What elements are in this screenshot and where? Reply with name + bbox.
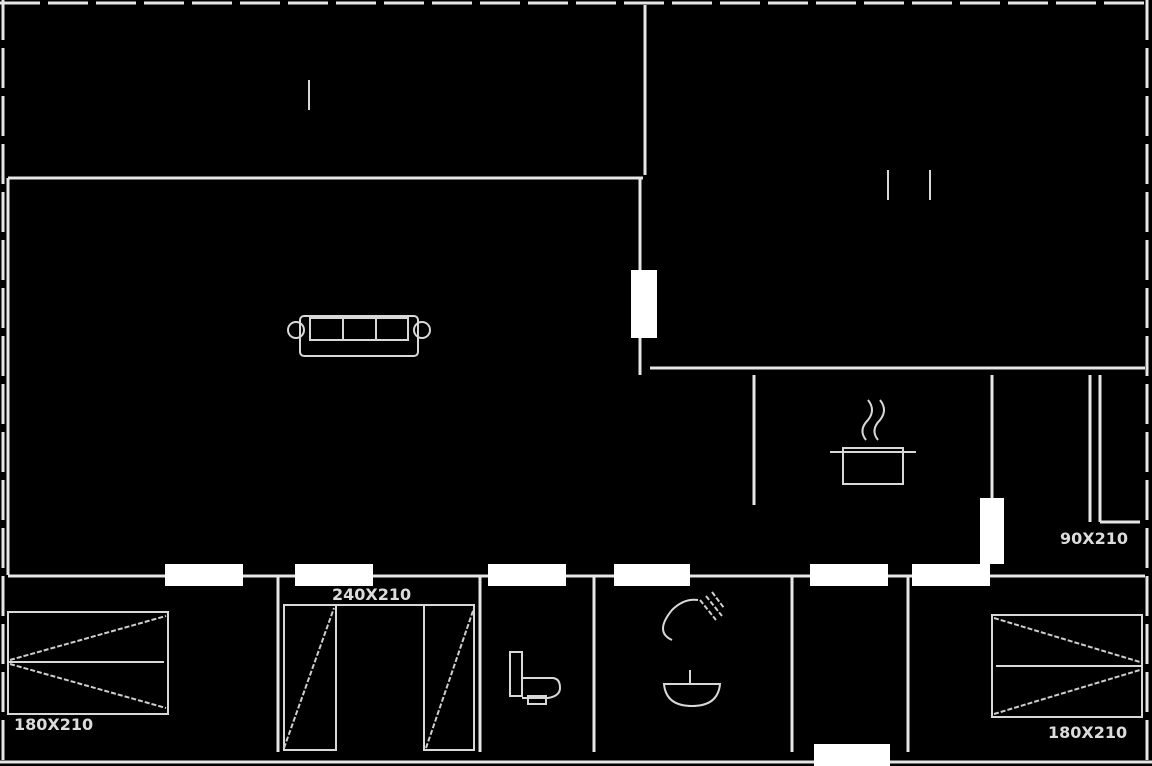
door-hall: [810, 564, 888, 586]
door-kitchen: [980, 498, 1004, 564]
wardrobe-double-label: 240X210: [332, 585, 411, 604]
cooking-pot-icon: [830, 399, 916, 485]
door-living-kitchen: [631, 270, 657, 338]
washbasin-icon: [662, 670, 722, 708]
door-bedroom-right: [912, 564, 990, 586]
wardrobe-double: [283, 604, 475, 751]
wardrobe-right: [991, 614, 1143, 718]
entrance-door: [814, 744, 890, 766]
sofa-icon: [287, 315, 431, 357]
door-bedroom-middle: [295, 564, 373, 586]
wardrobe-left-label: 180X210: [14, 715, 93, 734]
door-wc: [488, 564, 566, 586]
wardrobe-left: [7, 611, 169, 715]
doors: [165, 270, 1004, 766]
interior-walls: [6, 5, 1145, 752]
wardrobe-right-label: 180X210: [1048, 723, 1127, 742]
wardrobe-kitchen-label: 90X210: [1060, 529, 1128, 548]
door-bedroom-left: [165, 564, 243, 586]
toilet-icon: [509, 651, 562, 705]
shower-icon: [662, 591, 725, 641]
door-bathroom: [614, 564, 690, 586]
